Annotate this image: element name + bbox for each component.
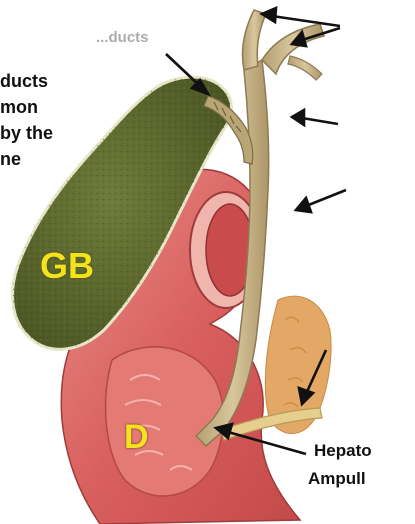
right-hepatic-duct — [261, 23, 325, 76]
left-label-line-3: by the — [0, 123, 54, 143]
hepatic-duct-branch — [287, 55, 323, 81]
label-arrows — [165, 5, 347, 456]
duodenum-marker: D — [124, 418, 149, 456]
gallbladder-marker: GB — [40, 245, 94, 286]
ampulla-arrow — [213, 422, 307, 456]
hepatic-duct-left-arrow — [259, 5, 341, 28]
left-label-line-2: mon — [0, 97, 38, 117]
gallbladder-texture — [12, 77, 232, 350]
left-label-line-1: ducts — [0, 71, 49, 91]
cystic-duct — [203, 95, 254, 165]
top-cut-label: ...ducts — [96, 29, 149, 46]
pancreatic-duct — [219, 407, 323, 441]
left-label-line-4: ne — [0, 149, 22, 169]
pancreatic-duct-arrow — [297, 349, 328, 407]
cystic-duct-valves — [213, 101, 242, 133]
common-hepatic-duct-arrow — [289, 107, 339, 128]
common-bile-duct-arrow — [293, 188, 347, 214]
pancreas-lobules — [283, 316, 307, 408]
hepatic-duct-right-arrow — [289, 26, 341, 48]
duodenum-folds — [124, 374, 193, 471]
hepatopancreatic-label-line-2: Ampull — [308, 469, 366, 488]
cystic-duct-arrow — [165, 53, 211, 97]
pancreas-shape — [264, 295, 332, 434]
duodenum-inner-wall — [104, 346, 224, 497]
hepatopancreatic-label-line-1: Hepato — [314, 441, 372, 460]
